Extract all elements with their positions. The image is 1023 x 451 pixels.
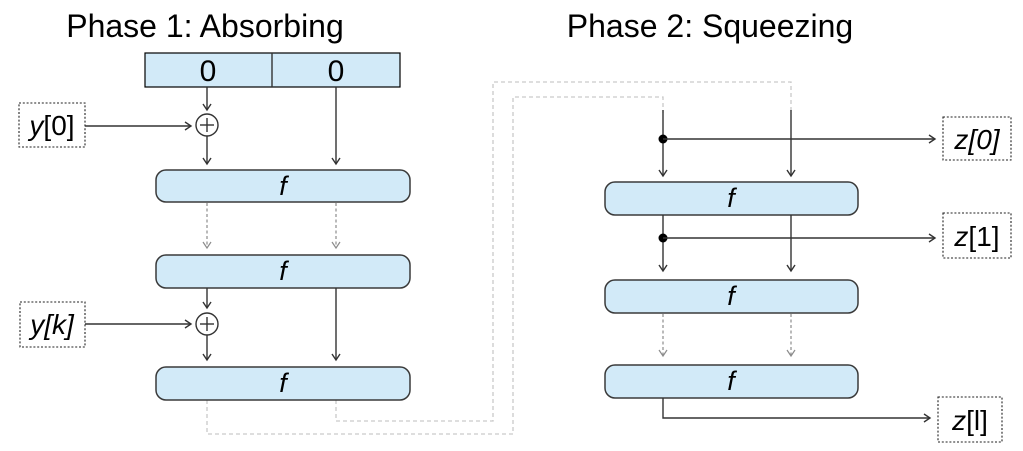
output-label-z0: z[0] xyxy=(953,124,1000,155)
f-label-absorb-3: f xyxy=(279,368,289,398)
f-box-squeeze-2 xyxy=(604,279,859,314)
output-port-z1 xyxy=(942,212,1012,259)
output-port-z0 xyxy=(942,116,1012,161)
output-label-z1: z[1] xyxy=(953,221,999,252)
f-label-squeeze-1: f xyxy=(727,183,737,213)
f-label-squeeze-2: f xyxy=(727,281,737,311)
f-box-squeeze-1 xyxy=(604,181,859,216)
phase1-title: Phase 1: Absorbing xyxy=(66,8,344,44)
arrow-to-zl xyxy=(662,398,932,423)
f-box-absorb-1 xyxy=(155,169,411,203)
f-box-absorb-2 xyxy=(155,254,411,289)
state-cell-left: 0 xyxy=(200,55,217,88)
xor2-icon xyxy=(195,312,219,336)
f-box-squeeze-3 xyxy=(604,364,859,399)
f-label-squeeze-3: f xyxy=(727,366,737,396)
output-port-zl xyxy=(937,396,1003,443)
output-label-zl: z[l] xyxy=(951,405,988,436)
state-cell-right: 0 xyxy=(328,55,345,88)
feedback-wire-left-lane xyxy=(206,96,664,435)
feedback-wire-right-lane xyxy=(335,81,792,422)
f-box-absorb-3 xyxy=(155,366,411,401)
phase2-title: Phase 2: Squeezing xyxy=(567,8,853,44)
xor1-icon xyxy=(195,113,219,137)
f-label-absorb-2: f xyxy=(279,256,289,286)
input-label-yk: y[k] xyxy=(28,309,75,340)
input-label-y0: y[0] xyxy=(27,110,74,141)
input-port-y0 xyxy=(18,102,86,148)
f-label-absorb-1: f xyxy=(279,171,289,201)
